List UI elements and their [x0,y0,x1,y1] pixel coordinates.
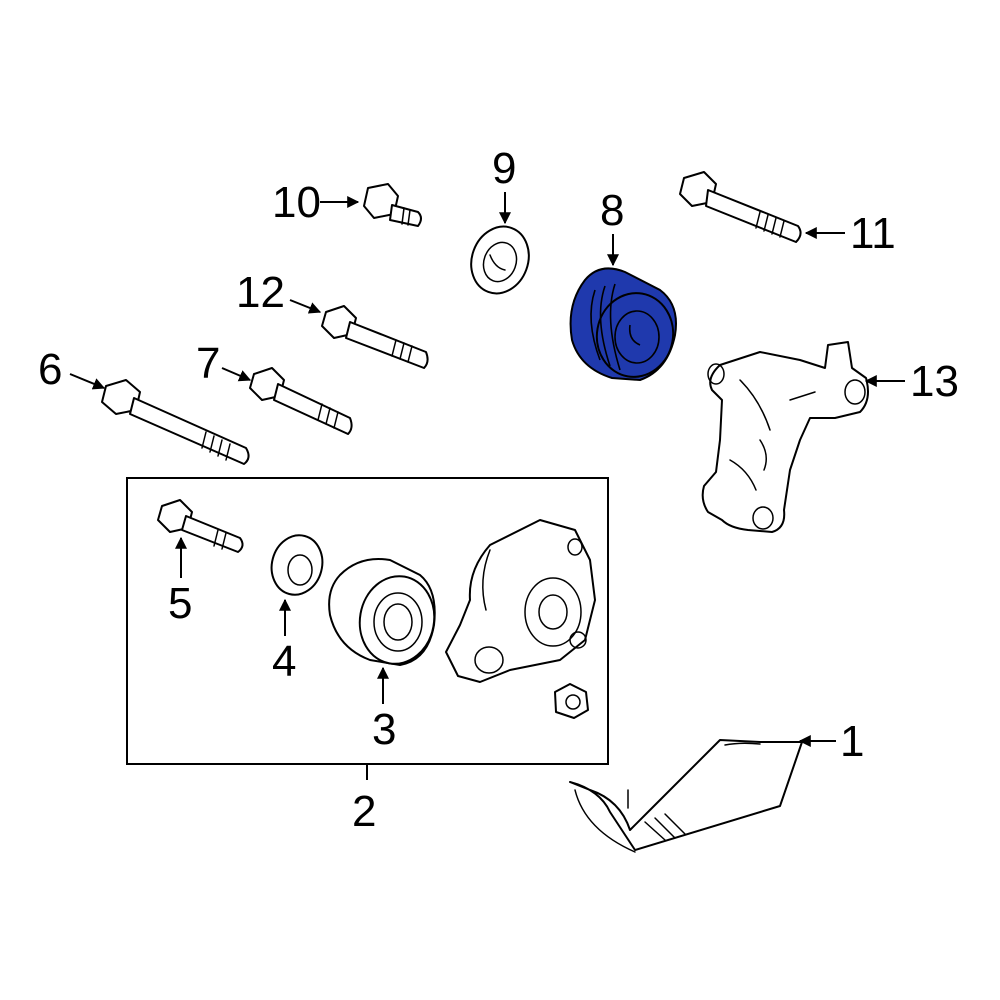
callout-12-leader [289,299,322,314]
part-10-bolt[interactable] [363,183,422,227]
tensioner-body[interactable] [445,519,596,683]
callout-4: 4 [272,637,296,686]
callout-6-leader [69,373,106,390]
callout-11: 11 [850,209,896,258]
nut[interactable] [554,683,589,719]
callout-7-leader [221,367,252,382]
callout-13: 13 [910,357,959,406]
callout-3: 3 [372,705,396,754]
callout-7: 7 [196,339,220,388]
callout-6: 6 [38,345,62,394]
callout-9: 9 [492,144,516,193]
part-13-bracket[interactable] [701,341,869,533]
part-9-washer[interactable] [462,218,538,301]
part-1-belt[interactable] [569,739,803,853]
part-6-bolt[interactable] [101,379,250,465]
callout-2: 2 [352,787,376,836]
callout-10: 10 [272,178,321,227]
callout-8: 8 [600,186,624,235]
callout-5: 5 [168,579,192,628]
part-11-bolt[interactable] [679,171,802,243]
callout-12: 12 [236,268,285,317]
part-12-bolt[interactable] [321,305,429,369]
part-4-cap[interactable] [265,530,329,601]
callout-1: 1 [840,717,864,766]
part-3-pulley[interactable] [328,558,441,670]
part-8-idler-pulley[interactable] [569,267,680,383]
part-7-bolt[interactable] [249,367,353,435]
part-5-bolt[interactable] [157,499,244,553]
